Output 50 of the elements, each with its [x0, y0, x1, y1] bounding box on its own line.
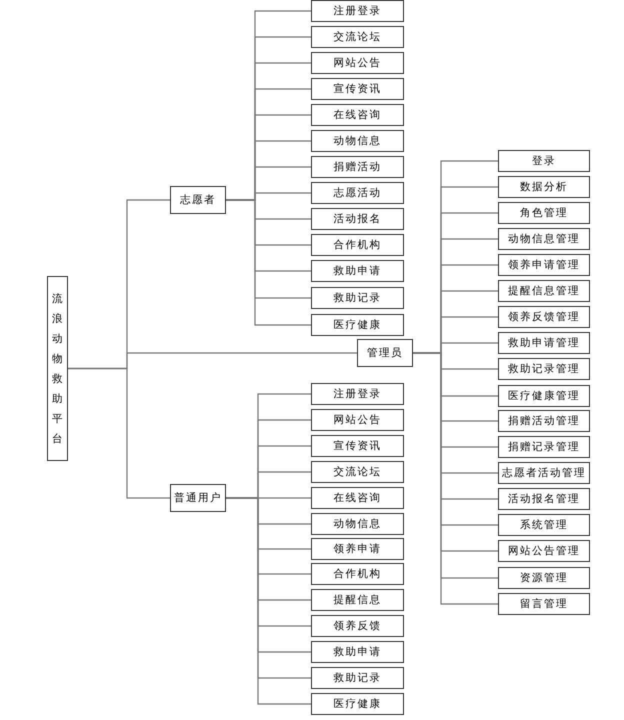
- root-box: 流浪动物救助平台: [47, 276, 68, 461]
- tree-box: 管理员: [357, 339, 413, 367]
- tree-box: 志愿者: [170, 186, 226, 214]
- tree-box: 活动报名: [311, 208, 404, 230]
- tree-box: 提醒信息管理: [498, 280, 590, 302]
- tree-box: 宣传资讯: [311, 78, 404, 100]
- tree-box: 医疗健康: [311, 693, 404, 715]
- tree-box: 宣传资讯: [311, 435, 404, 457]
- tree-box: 提醒信息: [311, 589, 404, 611]
- tree-box: 志愿者活动管理: [498, 462, 590, 484]
- tree-box: 网站公告: [311, 409, 404, 431]
- tree-box: 留言管理: [498, 593, 590, 615]
- tree-box: 捐赠活动: [311, 156, 404, 178]
- tree-box: 领养申请: [311, 538, 404, 560]
- tree-box: 救助记录: [311, 667, 404, 689]
- tree-box: 领养反馈: [311, 615, 404, 637]
- tree-box: 领养申请管理: [498, 254, 590, 276]
- tree-box: 在线咨询: [311, 487, 404, 509]
- tree-box: 救助申请: [311, 641, 404, 663]
- tree-box: 网站公告: [311, 52, 404, 74]
- tree-box: 志愿活动: [311, 182, 404, 204]
- tree-box: 动物信息管理: [498, 228, 590, 250]
- tree-box: 救助申请: [311, 260, 404, 282]
- tree-box: 医疗健康管理: [498, 385, 590, 407]
- tree-box: 合作机构: [311, 563, 404, 585]
- tree-box: 登录: [498, 150, 590, 172]
- tree-box: 医疗健康: [311, 314, 404, 336]
- tree-box: 救助申请管理: [498, 332, 590, 354]
- tree-box: 捐赠记录管理: [498, 436, 590, 458]
- tree-box: 资源管理: [498, 567, 590, 589]
- tree-box: 数据分析: [498, 176, 590, 198]
- tree-box: 系统管理: [498, 514, 590, 536]
- tree-box: 动物信息: [311, 513, 404, 535]
- tree-box: 在线咨询: [311, 104, 404, 126]
- tree-box: 捐赠活动管理: [498, 410, 590, 432]
- tree-box: 合作机构: [311, 234, 404, 256]
- tree-box: 网站公告管理: [498, 540, 590, 562]
- tree-box: 注册登录: [311, 0, 404, 22]
- tree-box: 注册登录: [311, 383, 404, 405]
- tree-box: 领养反馈管理: [498, 306, 590, 328]
- tree-box: 活动报名管理: [498, 488, 590, 510]
- tree-box: 救助记录: [311, 287, 404, 309]
- tree-box: 普通用户: [170, 484, 226, 512]
- tree-box: 交流论坛: [311, 26, 404, 48]
- tree-box: 角色管理: [498, 202, 590, 224]
- tree-box: 救助记录管理: [498, 358, 590, 380]
- connector-line: [226, 199, 311, 326]
- connector-line: [68, 368, 170, 499]
- tree-box: 动物信息: [311, 130, 404, 152]
- tree-box: 交流论坛: [311, 461, 404, 483]
